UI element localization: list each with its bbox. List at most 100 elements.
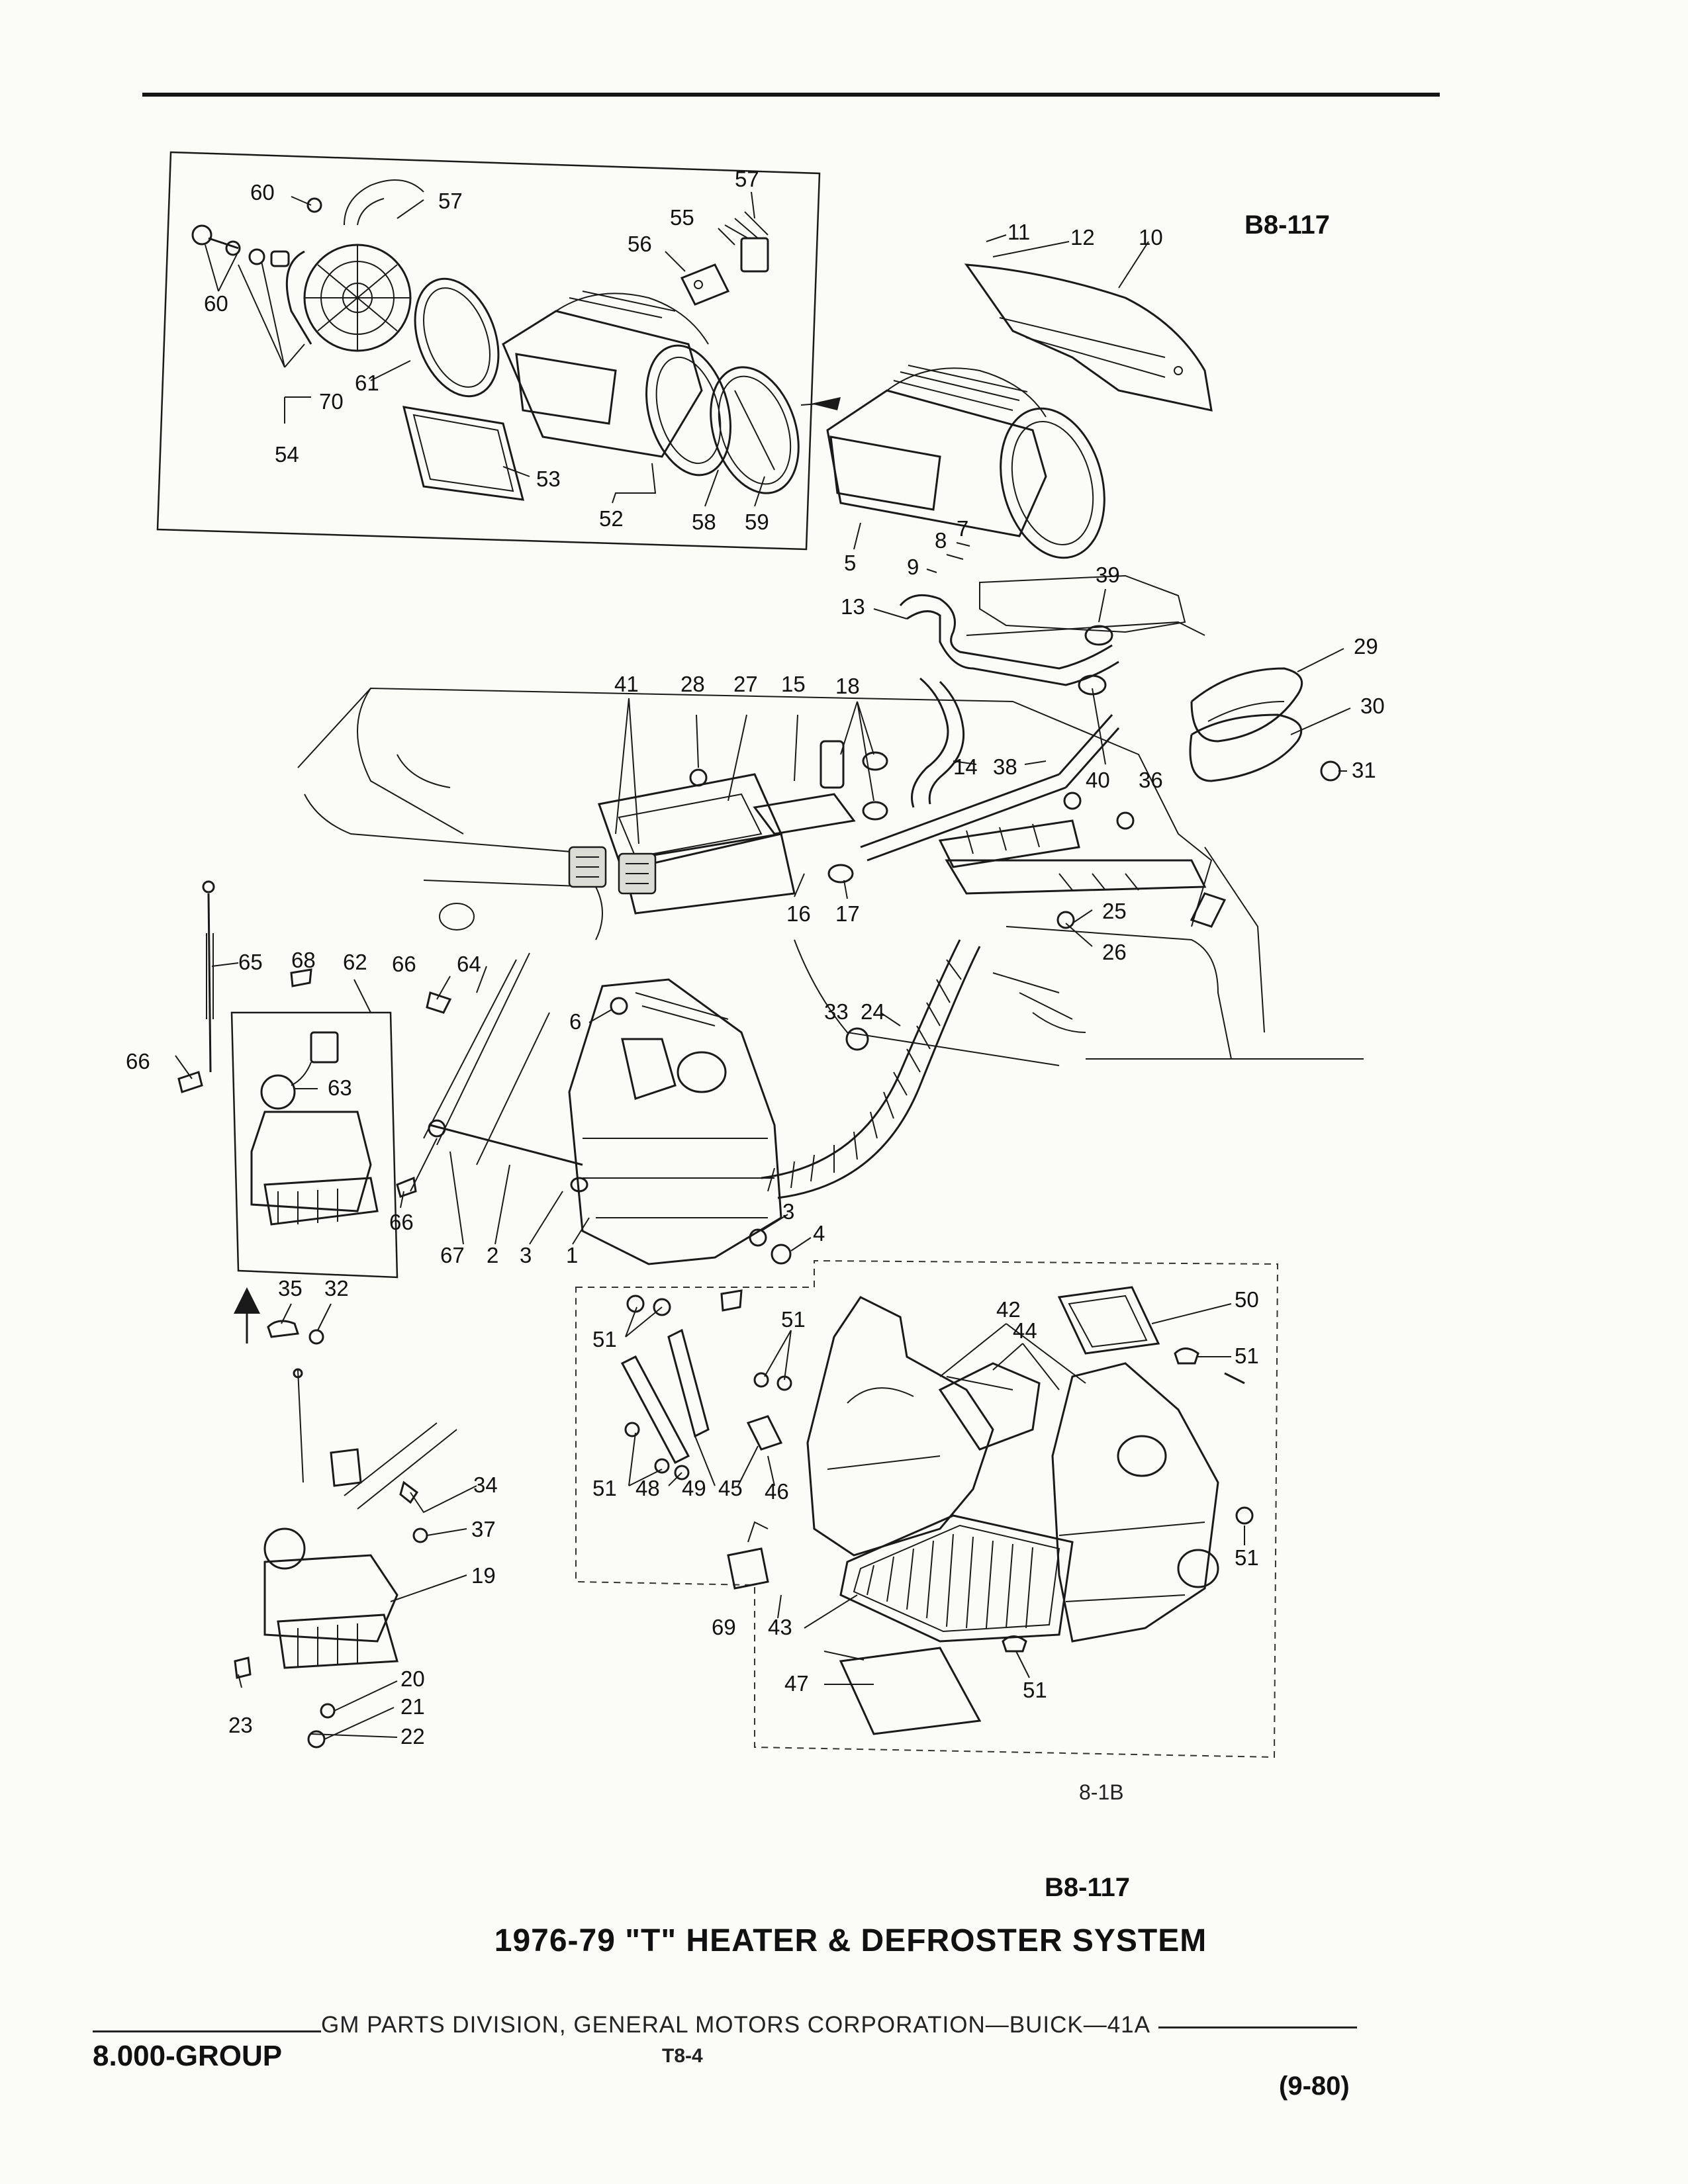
diagram-title: 1976-79 "T" HEATER & DEFROSTER SYSTEM — [494, 1923, 1207, 1958]
callout-18: 18 — [835, 674, 860, 698]
heater-case-1 — [568, 978, 782, 1265]
callout-21: 21 — [400, 1694, 425, 1719]
callout-10: 10 — [1139, 225, 1163, 250]
callout-44: 44 — [1013, 1318, 1037, 1343]
callout-6: 6 — [569, 1009, 581, 1034]
callout-33: 33 — [824, 999, 849, 1024]
control-head-63 — [250, 1031, 379, 1226]
callout-36: 36 — [1139, 768, 1163, 792]
flex-duct-24 — [761, 939, 981, 1199]
callout-66: 66 — [389, 1210, 414, 1234]
clip-35-32 — [267, 1320, 324, 1345]
cables-64-67 — [410, 952, 550, 1192]
callout-42: 42 — [996, 1297, 1021, 1322]
callout-1: 1 — [566, 1243, 578, 1267]
callout-8: 8 — [935, 528, 947, 553]
callout-35: 35 — [278, 1276, 303, 1300]
defroster-duct-25 — [938, 819, 1227, 928]
cowl-fragment — [966, 574, 1205, 636]
callout-52: 52 — [599, 506, 624, 531]
callout-24: 24 — [861, 999, 885, 1024]
cable-clips — [290, 968, 452, 1198]
callout-12: 12 — [1070, 225, 1095, 250]
callout-65: 65 — [238, 950, 263, 974]
callout-64: 64 — [457, 952, 481, 976]
callout-55: 55 — [670, 205, 694, 230]
arrow-up — [234, 1287, 260, 1343]
callout-51: 51 — [1023, 1678, 1047, 1702]
callout-58: 58 — [692, 510, 716, 534]
callout-59: 59 — [745, 510, 769, 534]
callout-3: 3 — [520, 1243, 532, 1267]
callout-43: 43 — [768, 1615, 792, 1639]
callout-48: 48 — [635, 1476, 660, 1500]
header-rule — [142, 93, 1440, 97]
heater-hoses — [860, 594, 1120, 862]
callout-16: 16 — [786, 901, 811, 926]
callout-5: 5 — [844, 551, 856, 575]
core-case-left-42 — [806, 1296, 1041, 1557]
callout-46: 46 — [765, 1479, 789, 1504]
callout-38: 38 — [993, 754, 1017, 779]
callout-67: 67 — [440, 1243, 465, 1267]
gasket-61 — [414, 277, 500, 398]
core-case-right-50 — [1051, 1286, 1219, 1643]
callout-29: 29 — [1354, 634, 1378, 659]
footer-rule-right — [1158, 2026, 1357, 2028]
callout-9: 9 — [907, 555, 919, 579]
callout-66: 66 — [392, 952, 416, 976]
callout-15: 15 — [781, 672, 806, 696]
callout-60: 60 — [250, 180, 275, 205]
callout-17: 17 — [835, 901, 860, 926]
callout-30: 30 — [1360, 694, 1385, 718]
callout-63: 63 — [328, 1075, 352, 1100]
leader-lines — [175, 191, 1351, 1740]
callout-25: 25 — [1102, 899, 1127, 923]
clips-51 — [1002, 1347, 1254, 1653]
callout-69: 69 — [712, 1615, 736, 1639]
footer-division: GM PARTS DIVISION, GENERAL MOTORS CORPOR… — [321, 2012, 1150, 2038]
lower-control-head — [234, 1368, 457, 1749]
callout-14: 14 — [953, 754, 978, 779]
gasket-58-59 — [710, 366, 800, 494]
callout-49: 49 — [682, 1476, 706, 1500]
callout-66: 66 — [126, 1049, 150, 1073]
blower-assembly-5 — [800, 365, 1105, 559]
callout-68: 68 — [291, 948, 316, 972]
callout-51: 51 — [592, 1327, 617, 1351]
callout-70: 70 — [319, 389, 344, 414]
door-linkage-45-49 — [620, 1289, 792, 1480]
footer-rule-left — [93, 2030, 321, 2032]
center-outlet-41-27 — [568, 773, 796, 915]
callout-51: 51 — [1235, 1545, 1259, 1570]
seal-53 — [402, 406, 525, 501]
callout-51: 51 — [781, 1307, 806, 1332]
callout-57: 57 — [438, 189, 463, 213]
footer-date: (9-80) — [1279, 2071, 1350, 2101]
callout-7: 7 — [957, 516, 968, 541]
vent-29-30 — [1189, 667, 1303, 782]
figure-number-bottom: B8-117 — [1045, 1873, 1130, 1902]
callout-23: 23 — [228, 1713, 253, 1737]
callout-39: 39 — [1096, 563, 1120, 587]
callout-45: 45 — [718, 1476, 743, 1500]
callout-26: 26 — [1102, 940, 1127, 964]
blower-case-52 — [502, 291, 731, 477]
callout-22: 22 — [400, 1724, 425, 1749]
reference-code: 8-1B — [1079, 1780, 1124, 1804]
callout-51: 51 — [592, 1476, 617, 1500]
core-case-inset-box — [575, 1259, 1279, 1758]
switch-69 — [727, 1521, 769, 1590]
footer-page: T8-4 — [662, 2045, 703, 2067]
callout-11: 11 — [1008, 220, 1030, 244]
control-box-62 — [230, 1011, 399, 1279]
callout-31: 31 — [1352, 758, 1376, 782]
callout-53: 53 — [536, 467, 561, 491]
callout-13: 13 — [841, 594, 865, 619]
callout-37: 37 — [471, 1517, 496, 1541]
callout-2: 2 — [487, 1243, 498, 1267]
callout-27: 27 — [733, 672, 758, 696]
callout-51: 51 — [1235, 1343, 1259, 1368]
instrument-panel — [297, 687, 1364, 1066]
